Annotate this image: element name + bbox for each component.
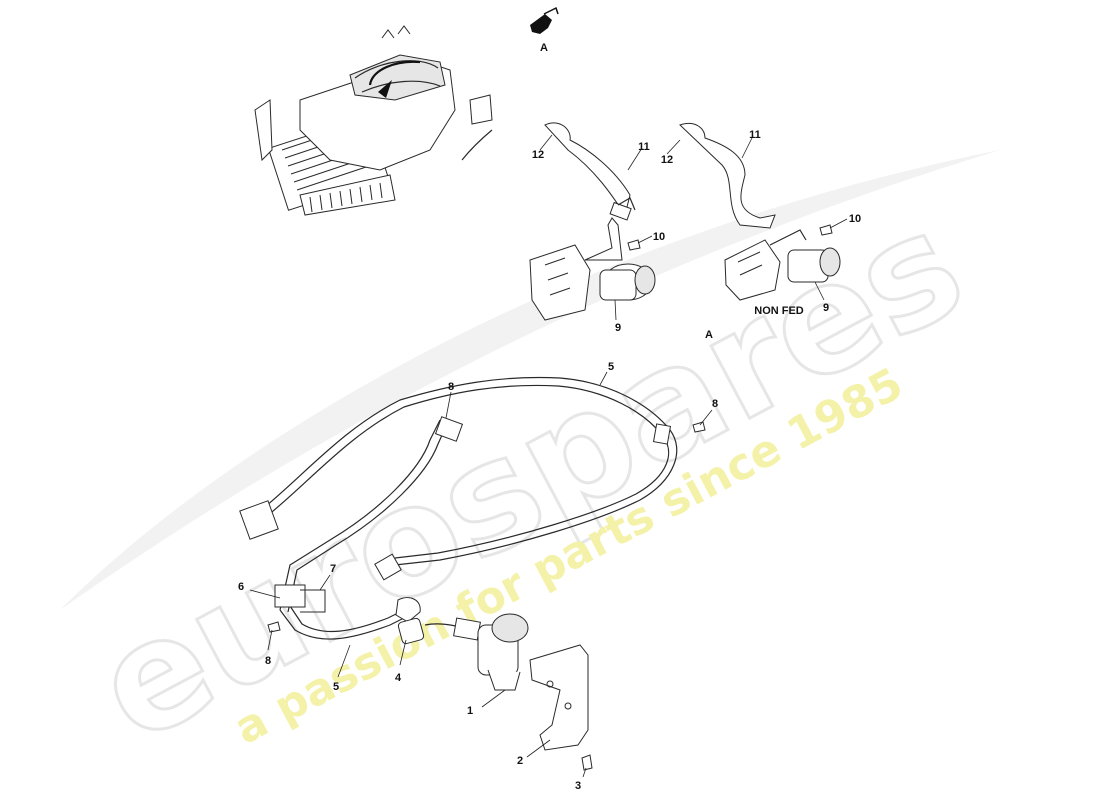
view-a-label: A (540, 42, 548, 54)
callout-7: 7 (330, 563, 336, 575)
callout-10-right: 10 (849, 213, 861, 225)
watermark-brand: eurospares (70, 178, 989, 777)
callout-2: 2 (517, 755, 523, 767)
callout-11-left: 11 (638, 141, 650, 153)
solenoid-assembly-left (529, 122, 656, 321)
callout-5-upper: 5 (608, 361, 614, 373)
watermark: eurospares a passion for parts since 198… (60, 150, 1000, 778)
callout-12-right: 12 (661, 154, 673, 166)
callout-12-left: 12 (532, 149, 544, 161)
callout-6: 6 (238, 581, 244, 593)
pipe-run (239, 376, 678, 640)
leader-lines (249, 134, 848, 778)
view-a-marker: A (530, 6, 559, 54)
callout-1: 1 (467, 705, 473, 717)
callout-9-right: 9 (823, 302, 829, 314)
valve-assembly (395, 597, 593, 771)
fittings (267, 197, 833, 633)
callout-3: 3 (575, 780, 581, 792)
callout-8-right: 8 (712, 398, 718, 410)
callout-9-left: 9 (615, 322, 621, 334)
callouts: 1 2 3 4 5 5 6 7 8 8 8 9 9 10 10 11 11 12… (238, 129, 861, 792)
callout-10-left: 10 (653, 231, 665, 243)
solenoid-assembly-right (679, 123, 841, 301)
callout-11-right: 11 (749, 129, 761, 141)
non-fed-note: NON FED (754, 305, 804, 317)
engine-overview (254, 25, 493, 216)
engine-view-a-label: A (705, 329, 713, 341)
callout-4: 4 (395, 672, 402, 684)
callout-5-lower: 5 (333, 681, 339, 693)
callout-8-middle: 8 (448, 381, 454, 393)
callout-8-left: 8 (265, 655, 271, 667)
